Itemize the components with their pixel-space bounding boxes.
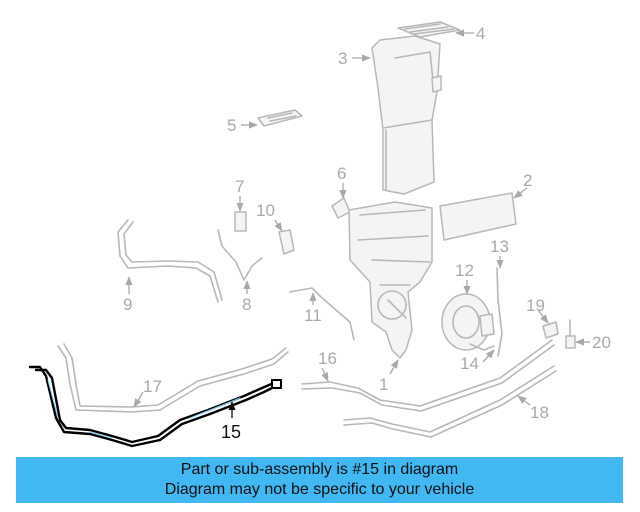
callout-5: 5: [227, 116, 236, 135]
part-10-switch: [278, 229, 295, 255]
callout-16: 16: [318, 349, 337, 368]
part-3-air-duct: [371, 35, 442, 195]
part-2-filter: [439, 192, 517, 241]
part-18-line: [343, 365, 557, 438]
callout-18: 18: [530, 403, 549, 422]
part-19-fitting: [542, 321, 559, 339]
callout-11: 11: [304, 306, 322, 325]
callout-14: 14: [460, 354, 479, 373]
callout-20: 20: [592, 333, 611, 352]
part-4-grille: [397, 21, 461, 38]
part-7-sensor: [234, 211, 247, 232]
callout-12: 12: [455, 261, 474, 280]
callout-labels: 4 3 5 2 6 7 10 12 13 9 8 11 19 20 16 14 …: [123, 24, 611, 442]
callout-10: 10: [256, 201, 275, 220]
part-14-line: [469, 343, 495, 351]
part-1-housing: [348, 201, 433, 359]
banner-part-notice: Part or sub-assembly is #15 in diagram: [180, 461, 459, 478]
part-16-line: [301, 339, 555, 412]
callout-4: 4: [476, 24, 485, 43]
callout-9: 9: [123, 295, 132, 314]
leader-lines: [125, 29, 590, 418]
banner-disclaimer: Diagram may not be specific to your vehi…: [164, 481, 475, 498]
info-banner: Part or sub-assembly is #15 in diagram D…: [16, 457, 623, 503]
part-11-line: [289, 287, 355, 341]
callout-1: 1: [379, 375, 388, 394]
callout-6: 6: [337, 164, 346, 183]
callout-19: 19: [526, 296, 545, 315]
callout-3: 3: [338, 49, 347, 68]
part-20-fitting: [565, 319, 576, 349]
callout-8: 8: [242, 295, 251, 314]
part-9-hose: [117, 219, 223, 303]
callout-7: 7: [235, 177, 244, 196]
callout-13: 13: [490, 237, 509, 256]
callout-15-highlighted: 15: [221, 422, 241, 442]
part-8-line: [217, 229, 263, 281]
part-12-blower-motor: [441, 293, 495, 351]
part-13-rod: [496, 267, 503, 357]
callout-2: 2: [523, 171, 532, 190]
part-5-vent: [257, 109, 303, 127]
callout-17: 17: [143, 377, 162, 396]
part-6-bracket: [331, 197, 351, 219]
part-17-line: [57, 343, 289, 413]
